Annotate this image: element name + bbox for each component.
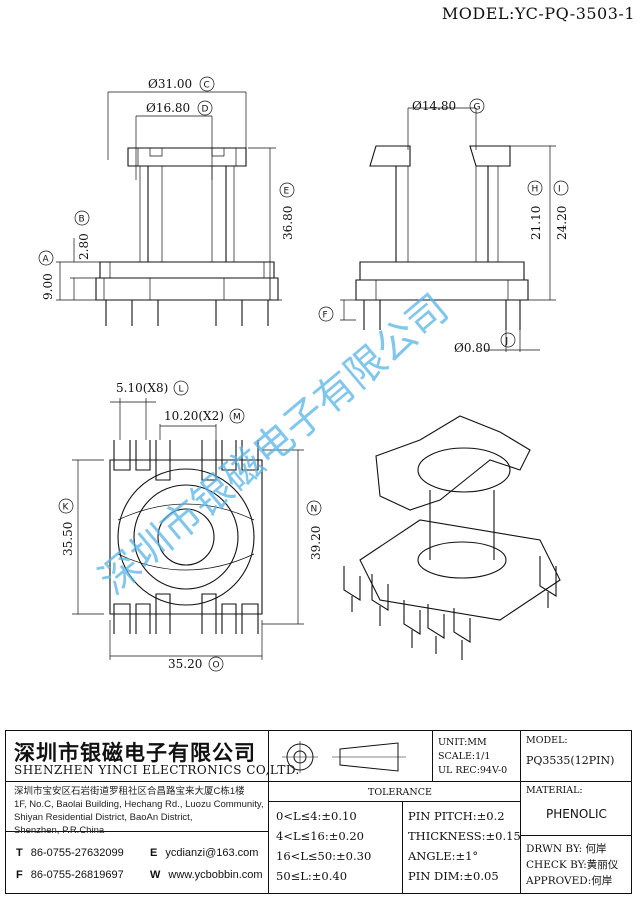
email-label: E [150, 847, 158, 859]
callout-m: M [229, 408, 245, 424]
email-value[interactable]: ycdianzi@163.com [165, 847, 259, 859]
bottom-view [72, 398, 304, 660]
dim-width-35-5: 35.50 [61, 522, 75, 556]
svg-text:M: M [233, 413, 241, 423]
fax-value: 86-0755-26819697 [30, 869, 124, 881]
fax-label: F [16, 869, 23, 881]
front-view [56, 91, 282, 326]
watermark: 深圳市银磁电子有限公司 [91, 286, 458, 604]
address-en-3: Shenzhen, P.R.China [14, 825, 105, 836]
callout-k: K [58, 498, 74, 514]
svg-text:K: K [63, 503, 70, 513]
tolerance-1: 0<L≤4:±0.10 [276, 809, 357, 823]
dim-outer-diameter: Ø31.00 [148, 77, 192, 91]
ul-rec: UL REC:94V-0 [438, 765, 508, 776]
svg-text:J: J [505, 337, 509, 347]
callout-d: D [197, 100, 213, 116]
svg-text:F: F [323, 311, 328, 321]
material-label: MATERIAL: [526, 785, 583, 796]
pin-dim: PIN DIM:±0.05 [408, 869, 499, 883]
thickness: THICKNESS:±0.15 [408, 829, 521, 843]
projection-symbol [282, 741, 406, 773]
svg-text:L: L [179, 385, 184, 395]
unit: UNIT:MM [438, 737, 487, 748]
svg-text:C: C [204, 81, 210, 91]
title-block: 深圳市银磁电子有限公司 SHENZHEN YINCI ELECTRONICS C… [5, 730, 632, 894]
address: 深圳市宝安区石岩街道罗租社区合昌路宝来大厦C栋1楼 1F, No.C, Baol… [14, 785, 266, 837]
address-cn: 深圳市宝安区石岩街道罗租社区合昌路宝来大厦C栋1楼 [14, 786, 245, 797]
svg-text:N: N [311, 505, 318, 515]
web-value[interactable]: www.ycbobbin.com [168, 869, 263, 881]
dim-pin-pitch: 5.10(X8) [116, 381, 168, 395]
callout-a: A [38, 250, 54, 266]
svg-text:B: B [79, 215, 85, 225]
model-header: MODEL:YC-PQ-3503-1 [441, 4, 635, 23]
tel: T 86-0755-27632099 [16, 847, 124, 859]
dim-height-24: 24.20 [555, 206, 569, 240]
company-name-en: SHENZHEN YINCI ELECTRONICS CO,LTD. [14, 763, 300, 777]
isometric-view [343, 415, 561, 660]
callout-b: B [74, 210, 90, 226]
svg-text:D: D [202, 105, 209, 115]
tolerance-2: 4<L≤16:±0.20 [276, 829, 364, 843]
callout-l: L [173, 380, 189, 396]
checked-by: CHECK BY:黄丽仪 [526, 859, 619, 871]
model-value: PQ3535(12PIN) [526, 754, 615, 767]
dim-width-35-2: 35.20 [168, 657, 202, 671]
approved-by: APPROVED:何岸 [526, 875, 613, 887]
tolerance-label: TOLERANCE [368, 787, 432, 798]
callout-g: G [469, 98, 485, 114]
callout-e: E [279, 182, 295, 198]
svg-text:H: H [532, 185, 539, 195]
tolerance-3: 16<L≤50:±0.30 [276, 849, 372, 863]
material-value: PHENOLIC [546, 807, 607, 821]
dim-width-39-2: 39.20 [309, 526, 323, 560]
dim-side-diameter: Ø14.80 [412, 99, 456, 113]
dim-height-36: 36.80 [281, 206, 295, 240]
address-en-2: Shiyan Residential District, BaoAn Distr… [14, 812, 193, 823]
callout-j: J [500, 332, 516, 348]
callout-o: O [208, 656, 224, 672]
tel-value: 86-0755-27632099 [30, 847, 124, 859]
company-name-cn: 深圳市银磁电子有限公司 [14, 741, 256, 765]
svg-text:G: G [474, 103, 481, 113]
svg-text:E: E [284, 187, 290, 197]
svg-text:I: I [558, 185, 561, 195]
dim-flange-2-8: 2.80 [77, 233, 91, 260]
pin-pitch: PIN PITCH:±0.2 [408, 809, 505, 823]
dim-pin-diameter: Ø0.80 [454, 341, 491, 355]
model-label: MODEL: [526, 735, 568, 746]
dim-slot-pitch: 10.20(X2) [164, 409, 224, 423]
callout-i: I [553, 180, 569, 196]
callout-c: C [199, 76, 215, 92]
dim-base-9: 9.00 [41, 273, 55, 300]
svg-text:O: O [213, 661, 220, 671]
fax: F 86-0755-26819697 [16, 869, 124, 881]
drawn-by: DRWN BY: 何岸 [526, 843, 607, 855]
callout-n: N [306, 500, 322, 516]
tolerance-4: 50≤L:±0.40 [276, 869, 348, 883]
web-label: W [150, 869, 161, 881]
side-view [340, 107, 556, 352]
angle: ANGLE:±1° [408, 849, 479, 863]
dim-core-diameter: Ø16.80 [146, 101, 190, 115]
scale: SCALE:1/1 [438, 751, 491, 762]
callout-h: H [527, 180, 543, 196]
tel-label: T [16, 847, 23, 859]
dim-height-21: 21.10 [529, 206, 543, 240]
svg-text:A: A [43, 255, 50, 265]
address-en-1: 1F, No.C, Baolai Building, Hechang Rd., … [14, 799, 264, 810]
callout-f: F [318, 306, 334, 322]
